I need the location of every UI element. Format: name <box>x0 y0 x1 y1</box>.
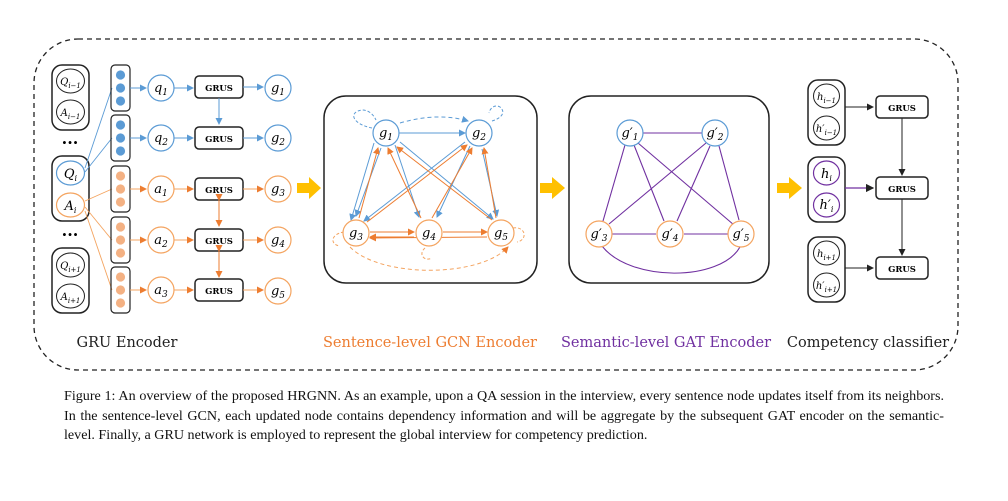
svg-text:g1: g1 <box>379 126 393 143</box>
flow-arrow-2 <box>540 177 565 199</box>
ellipsis-top: ··· <box>62 133 79 152</box>
svg-text:Ai+1: Ai+1 <box>60 292 81 305</box>
classifier-gru-3 <box>875 256 929 280</box>
svg-text:g3: g3 <box>349 226 363 243</box>
competency-classifier: hi−1 h′i−1 hi h′i hi+1 h′i+1 GRUS GRUS G… <box>787 79 949 351</box>
gru-output-g4 <box>264 226 292 254</box>
svg-text:GRUS: GRUS <box>888 185 916 195</box>
svg-text:GRUS: GRUS <box>205 237 233 247</box>
svg-text:hi+1: hi+1 <box>817 249 836 262</box>
svg-text:Ai−1: Ai−1 <box>60 108 81 121</box>
gru-output-g5 <box>264 277 292 305</box>
svg-text:g3: g3 <box>271 182 285 199</box>
svg-text:g′2: g′2 <box>706 126 723 143</box>
gru-output-g2 <box>264 124 292 152</box>
prev-qa-pair <box>51 64 90 131</box>
svg-text:GRUS: GRUS <box>205 186 233 196</box>
classifier-label: Competency classifier <box>787 335 949 351</box>
q-next-node <box>56 252 85 278</box>
svg-text:g′5: g′5 <box>732 227 749 244</box>
svg-text:g′1: g′1 <box>621 126 638 143</box>
gcn-node-g2 <box>465 119 493 147</box>
figure-caption: Figure 1: An overview of the proposed HR… <box>64 388 944 444</box>
next-h-pair <box>807 236 846 303</box>
gat-node-g5 <box>727 220 755 248</box>
svg-text:h′i+1: h′i+1 <box>816 281 837 294</box>
svg-text:Qi−1: Qi−1 <box>60 77 81 90</box>
gru-encoder-label: GRU Encoder <box>77 335 178 351</box>
svg-text:g5: g5 <box>494 226 508 243</box>
token-stacks <box>110 64 131 314</box>
q-prev-node <box>56 68 85 94</box>
svg-text:h′i−1: h′i−1 <box>816 124 837 137</box>
flow-arrow-1 <box>297 177 321 199</box>
input-connectors <box>84 87 113 291</box>
svg-text:h′i: h′i <box>820 198 834 214</box>
gcn-node-g4 <box>415 219 443 247</box>
cur-qa-pair <box>51 155 90 222</box>
svg-text:g′4: g′4 <box>661 227 678 244</box>
gat-node-g4 <box>656 220 684 248</box>
gcn-node-g1 <box>372 119 400 147</box>
gcn-box <box>323 95 538 284</box>
svg-text:g4: g4 <box>271 233 285 250</box>
svg-text:a2: a2 <box>154 233 168 250</box>
gcn-encoder-label: Sentence-level GCN Encoder <box>323 335 537 351</box>
svg-text:g′3: g′3 <box>590 227 607 244</box>
svg-text:GRUS: GRUS <box>205 135 233 145</box>
gat-encoder-label: Semantic-level GAT Encoder <box>561 335 771 351</box>
prev-h-pair <box>807 79 846 146</box>
gat-box <box>568 95 770 284</box>
svg-text:a1: a1 <box>154 182 168 199</box>
gat-node-g2 <box>701 119 729 147</box>
gat-node-g1 <box>616 119 644 147</box>
flow-arrow-3 <box>777 177 802 199</box>
gcn-node-g3 <box>342 219 370 247</box>
svg-text:g4: g4 <box>422 226 436 243</box>
svg-text:q2: q2 <box>154 131 168 148</box>
gru-output-g3 <box>264 175 292 203</box>
architecture-diagram: Qi−1 Ai−1 ··· Qi Ai ··· Qi+1 Ai+1 <box>33 38 959 371</box>
svg-text:hi−1: hi−1 <box>817 92 836 105</box>
svg-text:GRUS: GRUS <box>888 265 916 275</box>
gat-encoder: g′1 g′2 g′3 g′4 g′5 Semantic-level GAT E… <box>561 95 771 351</box>
svg-text:Ai: Ai <box>64 199 77 215</box>
svg-text:Qi: Qi <box>64 167 78 183</box>
svg-text:GRUS: GRUS <box>888 104 916 114</box>
svg-text:GRUS: GRUS <box>205 287 233 297</box>
cur-h-pair <box>807 156 846 223</box>
svg-text:hi: hi <box>821 167 832 183</box>
gcn-encoder: g1 g2 g3 g4 g5 Sentence-level GCN Encode… <box>323 95 538 351</box>
gcn-node-g5 <box>487 219 515 247</box>
a-next-node <box>56 283 85 309</box>
svg-text:g2: g2 <box>271 131 285 148</box>
svg-text:GRUS: GRUS <box>205 84 233 94</box>
a-prev-node <box>56 99 85 125</box>
outer-frame <box>33 38 959 371</box>
ellipsis-bottom: ··· <box>62 225 79 244</box>
q-cur-node <box>55 160 86 186</box>
svg-text:Qi+1: Qi+1 <box>60 261 81 274</box>
svg-text:g5: g5 <box>271 284 285 301</box>
svg-text:q1: q1 <box>154 81 168 98</box>
a-cur-node <box>55 192 86 218</box>
next-qa-pair <box>51 247 90 314</box>
svg-text:g2: g2 <box>472 126 486 143</box>
svg-text:a3: a3 <box>154 283 168 300</box>
svg-text:g1: g1 <box>271 81 285 98</box>
gru-encoder: Qi−1 Ai−1 ··· Qi Ai ··· Qi+1 Ai+1 <box>51 64 292 351</box>
gat-node-g3 <box>585 220 613 248</box>
gru-output-g1 <box>264 74 292 102</box>
